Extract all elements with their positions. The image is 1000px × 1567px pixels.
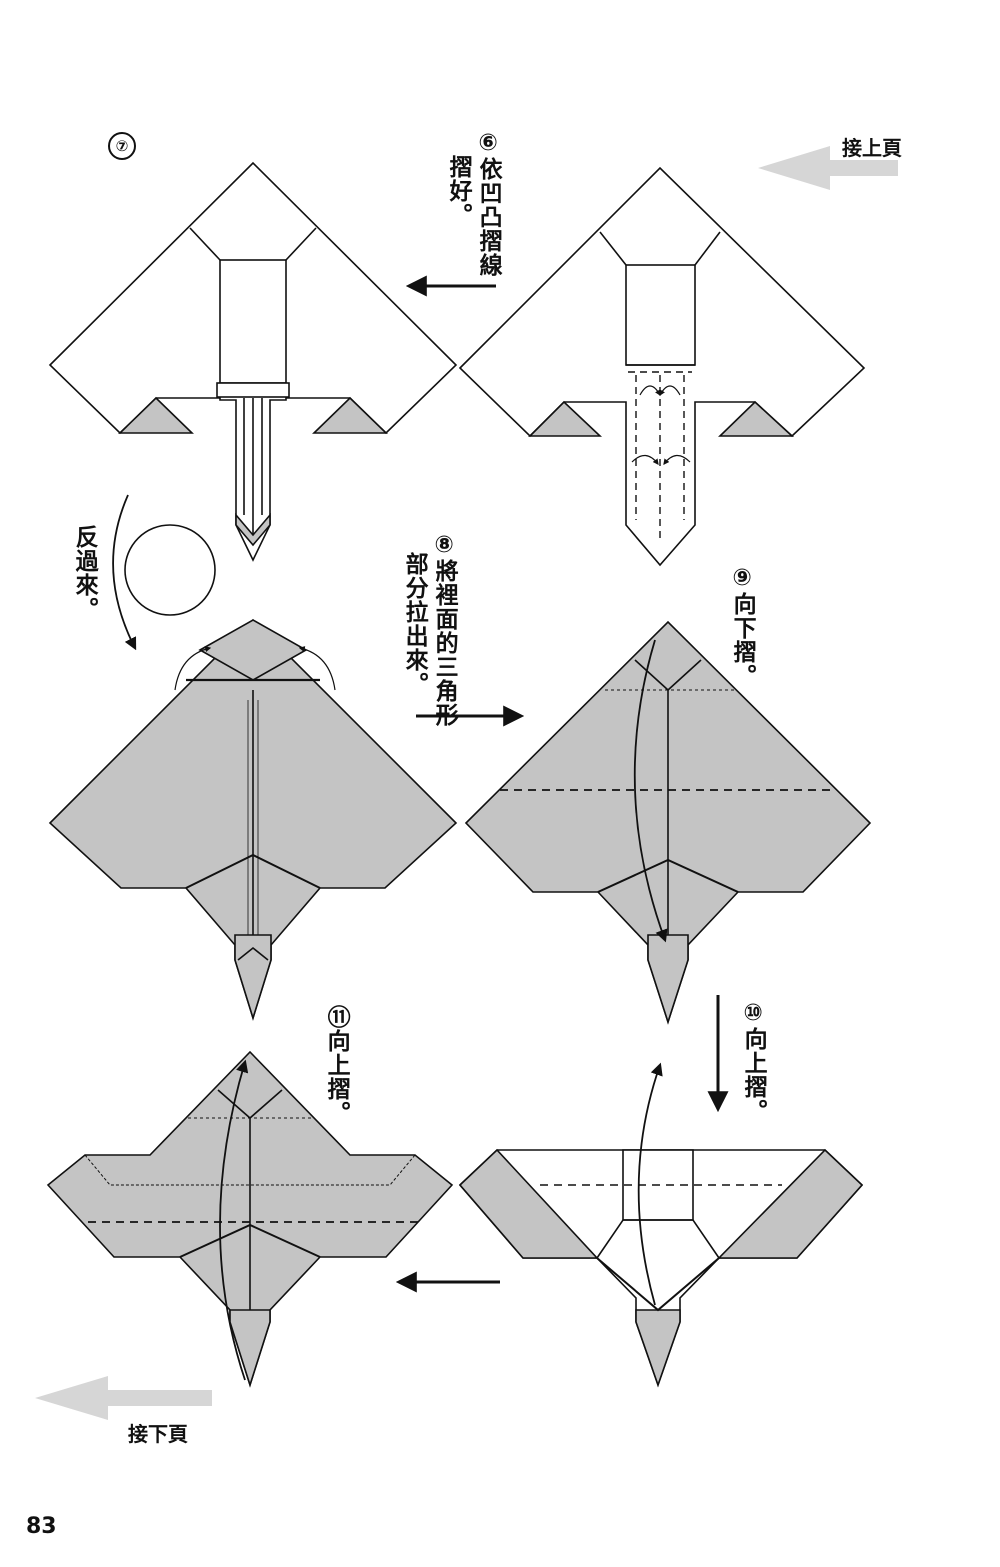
figure-step6 (458, 166, 866, 567)
step6-instruction-col2: 摺好。 (445, 155, 472, 227)
step8-number: ⑧ (431, 532, 458, 559)
figure-step10 (458, 1062, 864, 1388)
continued-on-label: 接下頁 (128, 1422, 188, 1446)
figure-step9 (464, 620, 872, 1025)
step6-col1-text: 依凹凸摺線 (475, 157, 502, 277)
step6-instruction-col1: ⑥依凹凸摺線 (475, 130, 502, 277)
step9-instruction: ⑨向下摺。 (729, 565, 756, 688)
step10-text: 向上摺。 (740, 1027, 767, 1123)
continued-on-arrow (35, 1376, 212, 1420)
step11-text: 向上摺。 (323, 1029, 350, 1125)
step11-number: ⑪ (323, 1005, 350, 1029)
step6-number: ⑥ (475, 130, 502, 157)
page-number: 83 (26, 1514, 57, 1539)
step9-text: 向下摺。 (729, 592, 756, 688)
step8-instruction-col2: 部分拉出來。 (401, 552, 428, 696)
turn-over-arrow (112, 494, 216, 651)
step7-number: ⑦ (108, 132, 136, 160)
figure-step11 (46, 1050, 454, 1388)
step8-instruction-col1: ⑧將裡面的三角形 (431, 532, 458, 727)
continued-from-label: 接上頁 (842, 136, 902, 160)
turn-over-instruction: 反過來。 (71, 525, 98, 621)
step10-number: ⑩ (740, 1000, 767, 1027)
continued-from-arrow (758, 146, 898, 190)
step11-instruction: ⑪向上摺。 (323, 1005, 350, 1125)
step9-number: ⑨ (729, 565, 756, 592)
figure-step8 (48, 618, 458, 1021)
step10-instruction: ⑩向上摺。 (740, 1000, 767, 1123)
step8-col1-text: 將裡面的三角形 (431, 559, 458, 727)
figure-step7 (48, 161, 458, 562)
